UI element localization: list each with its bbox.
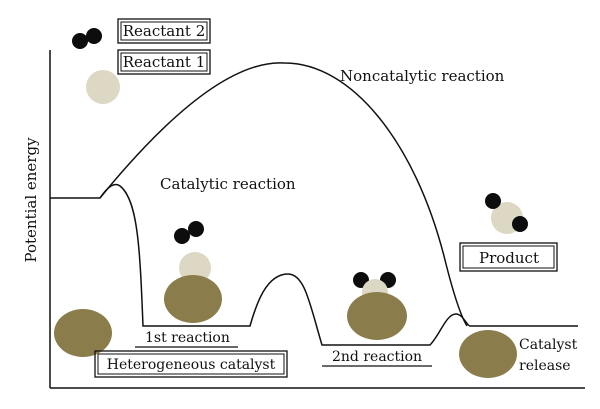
catalyst-box-outer [94,350,288,378]
reactant2-atom [188,221,204,237]
catalyst-box-inner [97,353,285,375]
product-box-outer [459,242,558,272]
reactant2-box-outer [117,18,211,44]
product-box-inner [462,245,555,269]
first-reaction-label: 1st reaction [145,330,230,346]
noncatalytic-curve [50,62,468,327]
y-axis-label: Potential energy [22,137,40,263]
catalyst-release-label-line1: Catalyst [519,337,578,353]
catalyst-label: Heterogeneous catalyst [107,357,276,373]
catalyst-particle [347,292,407,340]
second-reaction-label: 2nd reaction [332,349,422,365]
catalytic-curve [99,183,578,346]
product-label: Product [479,249,539,267]
noncatalytic-label: Noncatalytic reaction [340,67,505,85]
product-reactant2-atom [485,193,501,209]
catalyst-particle [164,275,222,323]
catalytic-label: Catalytic reaction [160,175,296,193]
reactant1-box-inner [120,52,208,72]
product-reactant2-atom [512,216,528,232]
reactant1-atom [86,70,120,104]
catalyst-release-label-line2: release [519,358,571,374]
catalyst-particle [54,309,112,357]
catalyst-particle [459,330,517,378]
reactant1-label: Reactant 1 [123,53,206,71]
reactant1-box-outer [117,49,211,75]
reactant2-atom [174,228,190,244]
reactant2-label: Reactant 2 [123,22,206,40]
reactant2-atom [72,33,88,49]
reactant2-box-inner [120,21,208,41]
reactant2-atom [86,28,102,44]
